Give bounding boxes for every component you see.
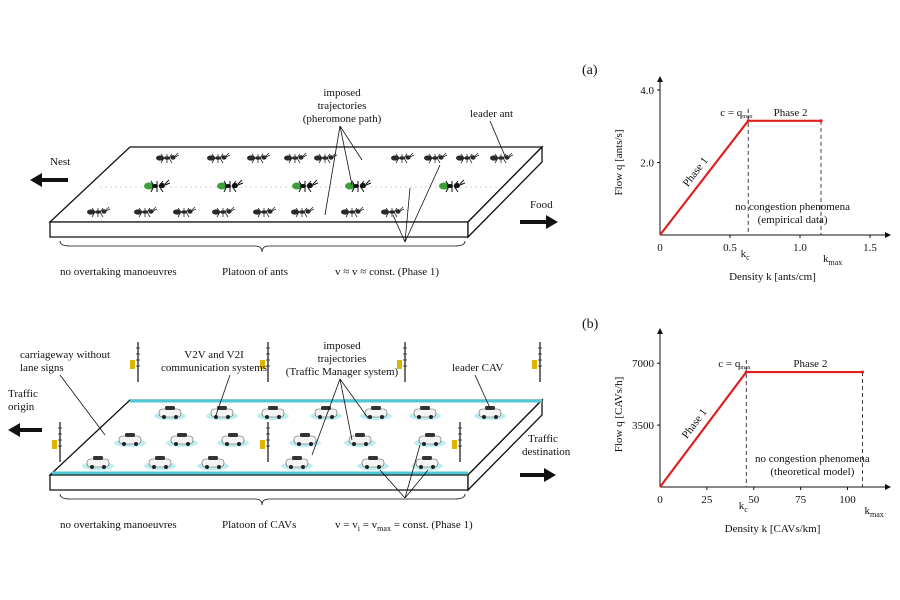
note-line-2: (theoretical model): [770, 466, 854, 478]
kmax-label: kmax: [823, 253, 842, 267]
qmax-label: c = qmax: [720, 107, 752, 120]
platoon-brace: [59, 240, 466, 253]
imposed-cav-label-1: imposed: [323, 340, 361, 352]
kc-label: kc: [741, 248, 751, 262]
x-tick-label: 1.5: [863, 242, 877, 254]
y-tick-label: 2.0: [640, 158, 654, 170]
cav-platform-side: [467, 398, 543, 492]
y-tick-label: 4.0: [640, 85, 654, 97]
x-tick-label: 50: [748, 494, 760, 506]
x-axis-title: Density k [CAVs/km]: [725, 523, 821, 535]
imposed-label-1: imposed: [323, 87, 361, 99]
imposed-cav-label-2: trajectories: [318, 353, 367, 365]
x-tick-label: 25: [701, 494, 713, 506]
imposed-cav-label-3: (Traffic Manager system): [286, 366, 399, 378]
x-tick-label: 100: [839, 494, 856, 506]
origin-label-2: origin: [8, 401, 35, 413]
kmax-label: kmax: [865, 505, 884, 519]
kc-label: kc: [739, 500, 749, 514]
phase1-label: Phase 1: [681, 155, 711, 189]
y-axis-title: Flow q [CAVs/h]: [613, 377, 625, 453]
curve-point: [744, 370, 748, 374]
phase2-label: Phase 2: [793, 358, 827, 370]
destination-label-2: destination: [522, 446, 571, 458]
x-tick-label: 0.5: [723, 242, 737, 254]
y-axis-arrow: [657, 328, 663, 334]
curve-point: [746, 119, 750, 123]
x-tick-label: 0: [657, 494, 663, 506]
leader-ant-label: leader ant: [470, 108, 513, 120]
imposed-label-3: (pheromone path): [303, 113, 382, 125]
cav-velocity-label: v = vi = vmax = const. (Phase 1): [335, 519, 473, 533]
cav-platoon-brace: [59, 493, 466, 506]
note-line-2: (empirical data): [758, 214, 828, 226]
y-axis-arrow: [657, 76, 663, 82]
cav-no-overtaking-label: no overtaking manoeuvres: [60, 519, 177, 531]
velocity-label: v ≈ v ≈ const. (Phase 1): [335, 266, 439, 278]
origin-label-1: Traffic: [8, 388, 38, 400]
x-axis-title: Density k [ants/cm]: [729, 271, 816, 283]
v2v-label-1: V2V and V2I: [184, 349, 244, 361]
platoon-label: Platoon of ants: [222, 266, 288, 278]
x-axis-arrow: [885, 484, 891, 490]
no-overtaking-label: no overtaking manoeuvres: [60, 266, 177, 278]
destination-label-1: Traffic: [528, 433, 558, 445]
ant-platoon-diagram: Nest Food imposed trajectories (pheromon…: [30, 87, 558, 278]
imposed-label-2: trajectories: [318, 100, 367, 112]
carriageway-label-2: lane signs: [20, 362, 64, 374]
phase1-label: Phase 1: [680, 407, 710, 441]
cav-platform-front: [49, 474, 469, 491]
food-label: Food: [530, 199, 553, 211]
nest-label: Nest: [50, 156, 70, 168]
x-axis-arrow: [885, 232, 891, 238]
cav-platoon-label: Platoon of CAVs: [222, 519, 296, 531]
curve-point: [860, 370, 865, 374]
phase2-label: Phase 2: [774, 107, 808, 119]
x-tick-label: 0: [657, 242, 663, 254]
panel-label: (a): [582, 63, 598, 78]
cav-platoon-diagram: Traffic origin Traffic destination carri…: [8, 340, 571, 533]
qmax-label: c = qmax: [718, 358, 750, 371]
leader-cav-label: leader CAV: [452, 362, 503, 374]
y-tick-label: 7000: [632, 358, 655, 370]
carriageway-label-1: carriageway without: [20, 349, 110, 361]
panel-label: (b): [582, 317, 599, 332]
x-tick-label: 1.0: [793, 242, 807, 254]
note-line-1: no congestion phenomena: [755, 453, 870, 465]
y-axis-title: Flow q [ants/s]: [613, 130, 625, 196]
v2v-label-2: communication systems: [161, 362, 267, 374]
x-tick-label: 75: [795, 494, 807, 506]
y-tick-label: 3500: [632, 420, 655, 432]
curve-point: [819, 119, 823, 123]
ant-platform-side: [467, 145, 543, 239]
note-line-1: no congestion phenomena: [735, 201, 850, 213]
